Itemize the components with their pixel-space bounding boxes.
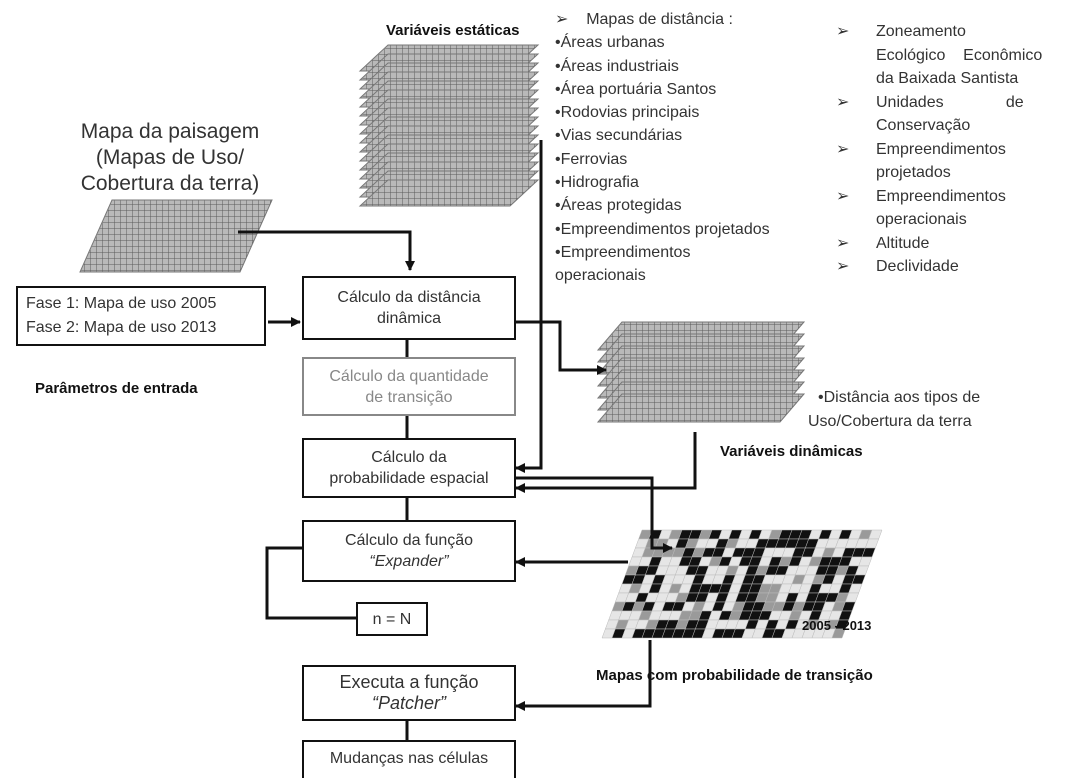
distance-item: •Áreas industriais — [555, 57, 679, 75]
transition-quantity-box: Cálculo da quantidade de transição — [302, 357, 516, 416]
landscape-title-line: (Mapas de Uso/ — [95, 146, 245, 169]
expander-box: Cálculo da função “Expander” — [302, 520, 516, 582]
spatial-probability-box: Cálculo da probabilidade espacial — [302, 438, 516, 498]
cell-changes-box: Mudanças nas células — [302, 740, 516, 778]
landscape-map-icon — [79, 199, 273, 273]
arrow-bullet-icon: ➢ — [836, 23, 850, 40]
arrow-bullet-icon: ➢ — [836, 258, 850, 275]
arrow-bullet-icon: ➢ — [836, 187, 850, 205]
phase-2-text: Fase 2: Mapa de uso 2013 — [26, 319, 217, 336]
static-variables-stack-icon — [358, 44, 540, 207]
arrow-map-to-patcher — [515, 640, 652, 711]
arrow-bullet-icon: ➢ — [836, 140, 850, 158]
distance-item: •Rodovias principais — [555, 104, 700, 122]
distance-maps-list: ➢ Mapas de distância : •Áreas urbanas •Á… — [555, 8, 770, 288]
loop-expander-to-n — [265, 546, 356, 620]
patcher-box: Executa a função “Patcher” — [302, 665, 516, 721]
dynamic-note-line: •Distância aos tipos de — [818, 389, 981, 406]
distance-item: •Ferrovias — [555, 150, 628, 168]
dynamic-variables-label: Variáveis dinâmicas — [720, 443, 863, 460]
distance-item: •Empreendimentos — [555, 243, 691, 261]
dynamic-variables-note: •Distância aos tipos de Uso/Cobertura da… — [808, 386, 1058, 434]
box-text: Cálculo da função — [344, 532, 474, 549]
flow-connectors — [238, 140, 697, 740]
static-extra-item: ➢ Altitude — [836, 232, 1064, 256]
box-text: Cálculo da distância — [337, 289, 481, 306]
dynamic-variables-stack-icon — [596, 321, 806, 423]
static-extra-item-text: Altitude — [876, 234, 930, 252]
distance-item: •Hidrografia — [555, 174, 639, 192]
distance-item: •Áreas urbanas — [555, 34, 665, 52]
distance-item: •Vias secundárias — [555, 127, 683, 145]
distance-item: •Áreas protegidas — [555, 197, 682, 215]
arrow-static-to-probability — [515, 140, 543, 473]
arrow-bullet-icon: ➢ — [836, 93, 850, 111]
landscape-title-line: Mapa da paisagem — [80, 120, 260, 143]
dynamic-note-line: Uso/Cobertura da terra — [808, 413, 972, 430]
grid-layer — [358, 179, 540, 207]
patcher-function-name: “Patcher” — [371, 693, 447, 713]
arrow-dynamic-to-probability — [515, 432, 697, 493]
arrow-probability-to-map — [516, 476, 673, 553]
landscape-title-line: Cobertura da terra) — [80, 172, 260, 195]
arrow-landscape-to-distance — [238, 230, 415, 271]
landscape-map-title: Mapa da paisagem (Mapas de Uso/ Cobertur… — [40, 119, 300, 197]
static-extra-item-text: Declividade — [876, 258, 959, 275]
distance-maps-header-text: Mapas de distância : — [586, 11, 733, 28]
static-extra-item: ➢ Declividade — [836, 255, 1064, 279]
box-text: de transição — [365, 388, 453, 406]
expander-function-name: “Expander” — [369, 553, 449, 570]
probability-maps-label: Mapas com probabilidade de transição — [596, 667, 873, 684]
box-text: Cálculo da quantidade — [329, 367, 489, 385]
grid-layer — [596, 393, 806, 423]
probability-map-cell — [831, 628, 846, 639]
distance-maps-header: ➢ Mapas de distância : — [555, 8, 770, 31]
grid-layer — [79, 199, 273, 273]
box-text: Cálculo da — [371, 449, 447, 466]
arrow-distance-to-dynamic-stack — [513, 320, 607, 375]
distance-item: operacionais — [555, 267, 646, 285]
static-variables-label: Variáveis estáticas — [386, 22, 520, 39]
box-text: dinâmica — [376, 310, 442, 327]
box-text: probabilidade espacial — [329, 470, 489, 487]
n-equals-N-box: n = N — [356, 602, 428, 636]
box-text: Executa a função — [339, 672, 479, 692]
dynamic-distance-box: Cálculo da distância dinâmica — [302, 276, 516, 340]
arrow-bullet-icon: ➢ — [836, 234, 850, 252]
years-label: 2005 - 2013 — [802, 618, 872, 633]
phase-input-box: Fase 1: Mapa de uso 2005 Fase 2: Mapa de… — [16, 286, 266, 346]
arrow-bullet-icon: ➢ — [555, 11, 569, 28]
box-text: n = N — [372, 610, 412, 628]
input-parameters-label: Parâmetros de entrada — [35, 380, 198, 397]
distance-item: •Empreendimentos projetados — [555, 220, 770, 238]
distance-item: •Área portuária Santos — [555, 80, 717, 98]
phase-1-text: Fase 1: Mapa de uso 2005 — [26, 295, 217, 312]
box-text: Mudanças nas células — [329, 750, 489, 767]
